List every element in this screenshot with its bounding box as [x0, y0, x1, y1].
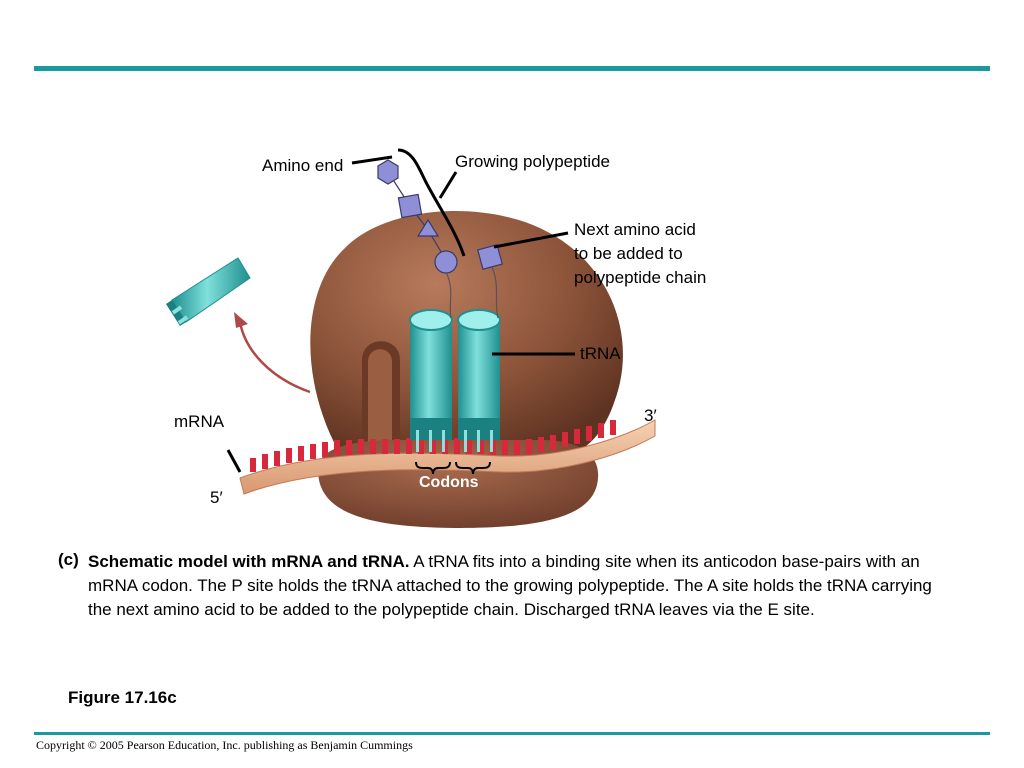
- caption-text: A tRNA fits into a binding site when its…: [88, 552, 932, 619]
- codon-brackets: [415, 461, 491, 475]
- label-mrna: mRNA: [174, 412, 225, 431]
- trna-p-site: [409, 309, 453, 452]
- trna-a-site: [457, 309, 501, 452]
- next-amino-acid: [477, 244, 503, 319]
- copyright-notice: Copyright © 2005 Pearson Education, Inc.…: [36, 738, 413, 752]
- top-rule: [34, 66, 990, 71]
- label-five-prime: 5′: [210, 488, 223, 507]
- e-site-highlight: [368, 349, 392, 445]
- label-growing-polypeptide: Growing polypeptide: [455, 152, 610, 171]
- caption-body: Schematic model with mRNA and tRNA. A tR…: [88, 550, 958, 622]
- label-trna: tRNA: [580, 344, 621, 363]
- leader-lines: [226, 148, 575, 473]
- label-amino-end: Amino end: [262, 156, 344, 175]
- bottom-rule: [34, 732, 990, 735]
- label-codons: Codons: [419, 474, 479, 491]
- figure-label: Figure 17.16c: [68, 688, 177, 707]
- mrna-strand: [239, 419, 656, 495]
- exit-arrowhead: [234, 312, 248, 328]
- caption-title: Schematic model with mRNA and tRNA.: [88, 552, 410, 571]
- discharged-trna: [166, 257, 251, 326]
- label-next-amino-acid: Next amino acid to be added to polypepti…: [574, 220, 707, 287]
- label-three-prime: 3′: [644, 406, 657, 425]
- caption-tag: (c): [58, 550, 79, 569]
- polypeptide-chain: [377, 159, 458, 319]
- exit-arrow: [238, 321, 311, 394]
